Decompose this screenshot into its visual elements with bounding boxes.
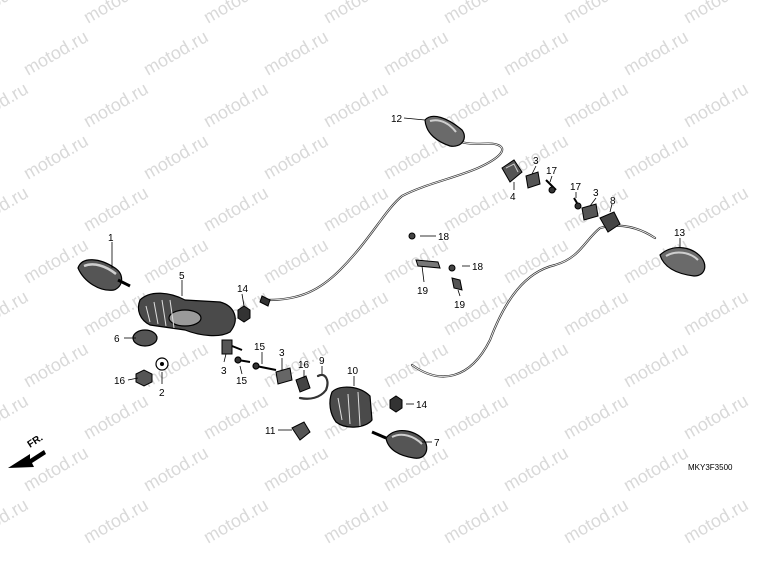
- callout-19-upper: 19: [417, 286, 429, 297]
- callout-1: 1: [108, 233, 114, 244]
- callout-17-upper: 17: [546, 166, 558, 177]
- wire-end-clip: [259, 295, 271, 307]
- rear-bracket-5: [137, 292, 236, 337]
- callout-17-lower: 17: [570, 182, 582, 193]
- screw-17-upper: [545, 179, 557, 194]
- callout-3-center: 3: [279, 348, 285, 359]
- clamp-16-center: [295, 375, 311, 393]
- clip-3-upper: [525, 171, 541, 189]
- callout-5: 5: [179, 271, 185, 282]
- screw-17-lower: [573, 197, 582, 210]
- clip-3-center: [275, 367, 293, 385]
- turn-signal-wire-12: [266, 138, 504, 302]
- nut-16-left: [135, 369, 153, 387]
- callout-9: 9: [319, 356, 325, 367]
- clip-19-upper: [415, 259, 441, 269]
- screw-15-right: [252, 362, 277, 371]
- clip-19-lower: [451, 277, 463, 291]
- washer-2: [155, 357, 169, 371]
- turn-signal-lens-7: [371, 430, 428, 459]
- turn-signal-wire-13: [410, 224, 657, 378]
- callout-8: 8: [610, 196, 616, 207]
- callout-12: 12: [391, 114, 403, 125]
- callout-18-upper: 18: [438, 232, 450, 243]
- callout-3-left: 3: [221, 366, 227, 377]
- callout-13: 13: [674, 228, 686, 239]
- callout-3-upper: 3: [533, 156, 539, 167]
- clip-11: [291, 421, 311, 441]
- callout-10: 10: [347, 366, 359, 377]
- nut-14-lower: [389, 395, 403, 413]
- callout-11: 11: [265, 426, 276, 437]
- turn-signal-lens-13: [659, 247, 706, 277]
- socket-4: [501, 159, 523, 183]
- callout-16-left: 16: [114, 376, 126, 387]
- callout-7: 7: [434, 438, 440, 449]
- rear-housing-10: [329, 386, 373, 428]
- turn-signal-lens-12: [424, 115, 465, 147]
- callout-15-right: 15: [254, 342, 266, 353]
- callout-3-right: 3: [593, 188, 599, 199]
- callout-6: 6: [114, 334, 120, 345]
- clamp-18-upper: [408, 232, 416, 240]
- callout-14-lower: 14: [416, 400, 428, 411]
- clip-3-right: [581, 203, 599, 221]
- diagram-code: MKY3F3500: [688, 463, 733, 472]
- clamp-18-lower: [448, 264, 456, 272]
- rear-loom-wire-9: [298, 373, 329, 400]
- callout-18-lower: 18: [472, 262, 484, 273]
- clip-3-left: [221, 339, 243, 355]
- front-label: FR.: [26, 432, 46, 450]
- front-direction-arrow: FR.: [8, 432, 46, 468]
- callout-14-upper: 14: [237, 284, 249, 295]
- callout-4: 4: [510, 192, 516, 203]
- callout-2: 2: [159, 388, 165, 399]
- nut-14-upper: [237, 305, 251, 323]
- callout-19-lower: 19: [454, 300, 466, 311]
- socket-8: [599, 211, 621, 233]
- screw-15-lower: [234, 356, 251, 364]
- callout-16-center: 16: [298, 360, 310, 371]
- turn-signal-lens-1: [77, 259, 131, 291]
- callout-15-lower: 15: [236, 376, 248, 387]
- grommet-6: [132, 329, 158, 347]
